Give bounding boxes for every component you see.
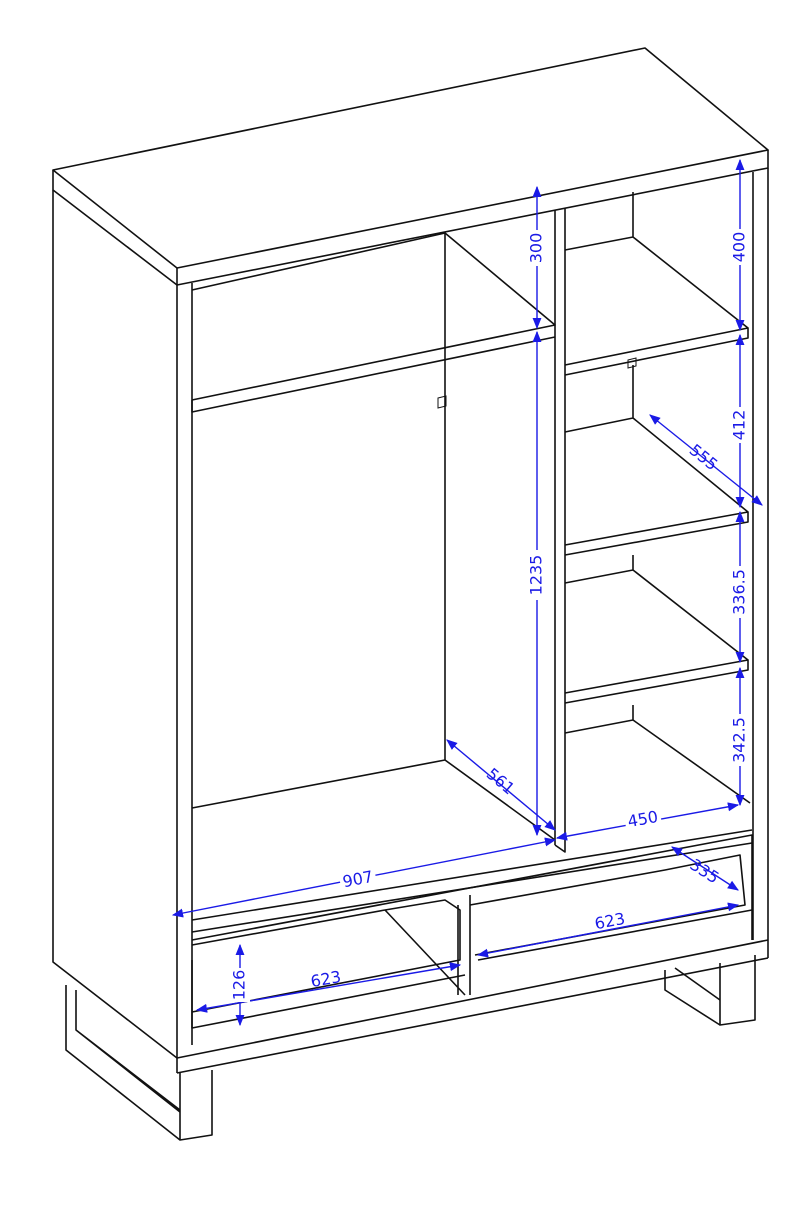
dim-342-5: 342.5 — [730, 717, 749, 763]
dim-555: 555 — [686, 440, 722, 474]
dim-336-5: 336.5 — [730, 569, 749, 615]
dim-561: 561 — [483, 764, 519, 798]
dim-412: 412 — [730, 410, 749, 441]
dim-623-right: 623 — [593, 909, 627, 933]
dimension-lines — [171, 158, 763, 1027]
dim-400: 400 — [730, 232, 749, 263]
cabinet-outline — [52, 47, 769, 1141]
dim-623-left: 623 — [309, 967, 342, 991]
dimension-labels: 300 400 412 555 1235 336.5 342.5 561 450… — [230, 229, 750, 1002]
dim-300: 300 — [527, 233, 546, 264]
dim-126: 126 — [230, 970, 249, 1001]
dim-1235: 1235 — [527, 555, 546, 596]
